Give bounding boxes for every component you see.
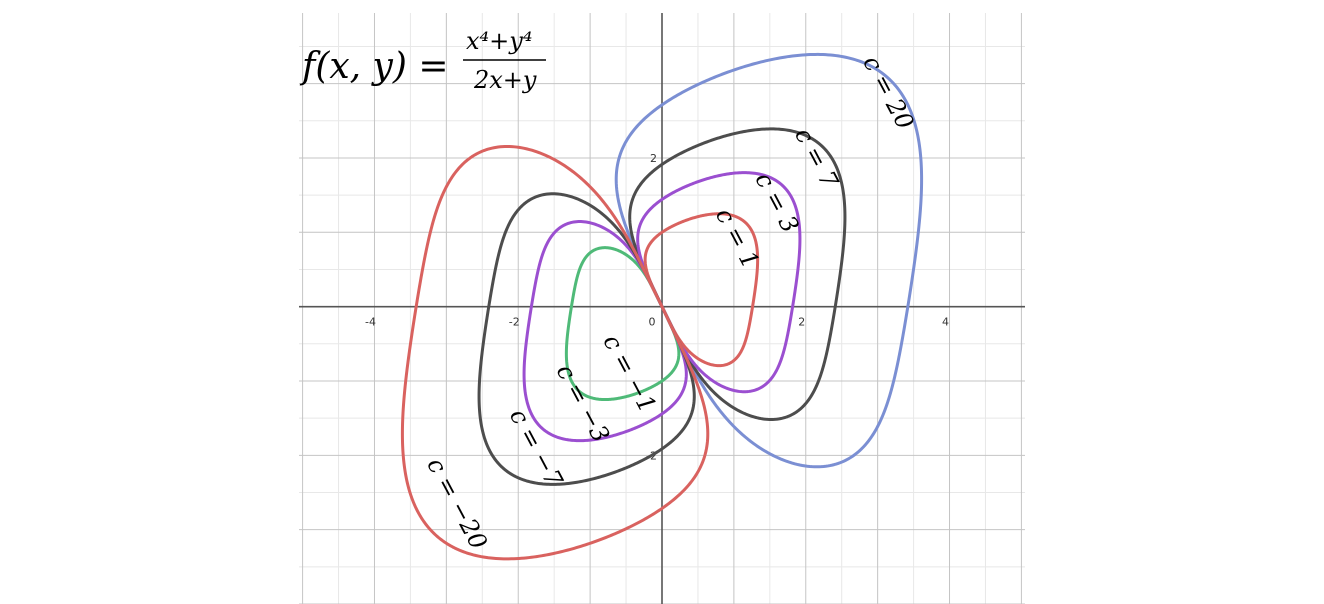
level-curve [628, 127, 847, 422]
level-curve [614, 52, 924, 469]
x-tick-label: -4 [365, 316, 376, 329]
level-curve [522, 220, 688, 443]
level-curve [564, 246, 681, 402]
formula: f(x, y) = x⁴+y⁴ 2x+y [299, 27, 546, 94]
formula-numerator: x⁴+y⁴ [466, 27, 532, 55]
y-tick-label: 2 [650, 152, 657, 165]
level-curve [477, 192, 696, 486]
x-tick-label: 2 [798, 316, 805, 329]
level-curve [400, 144, 710, 561]
formula-denominator: 2x+y [473, 66, 537, 94]
x-tick-label: -2 [509, 316, 520, 329]
formula-lhs: f(x, y) = [299, 46, 449, 87]
x-tick-label: 0 [649, 316, 656, 329]
level-curve [643, 212, 760, 368]
x-tick-label: 4 [942, 316, 949, 329]
level-curves [400, 52, 924, 561]
level-curve [636, 171, 802, 394]
